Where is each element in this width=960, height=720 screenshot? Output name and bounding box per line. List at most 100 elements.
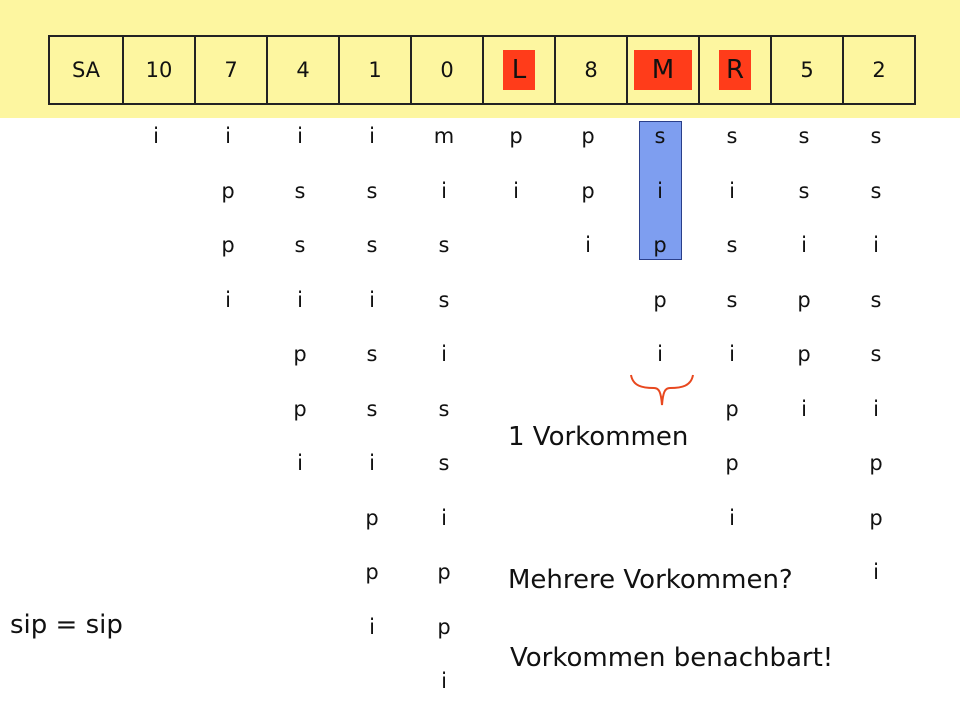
header-band — [0, 0, 960, 118]
suffix-char: p — [653, 233, 667, 257]
suffix-char: s — [798, 178, 810, 203]
suffix-char: i — [225, 124, 231, 148]
suffix-char: s — [438, 396, 450, 421]
suffix-char: p — [221, 233, 235, 257]
sa-value-label: 10 — [145, 58, 173, 82]
multiple-occurrences-label: Mehrere Vorkommen? — [508, 565, 793, 595]
sa-cell-5: 0 — [410, 37, 482, 103]
sa-cell-8: M — [626, 37, 698, 103]
sa-cell-10: 5 — [770, 37, 842, 103]
one-occurrence-label: 1 Vorkommen — [508, 422, 689, 452]
suffix-char: i — [297, 451, 303, 475]
suffix-char: s — [366, 178, 378, 203]
sa-cell-7: 8 — [554, 37, 626, 103]
sa-cell-4: 1 — [338, 37, 410, 103]
suffix-column-6: p p i — [568, 120, 608, 284]
suffix-char: i — [369, 451, 375, 475]
suffix-char: s — [726, 124, 738, 148]
suffix-char: p — [797, 287, 811, 312]
suffix-char: p — [653, 287, 667, 312]
suffix-char: p — [293, 342, 307, 366]
suffix-char: s — [366, 396, 378, 421]
suffix-char: i — [441, 669, 447, 693]
sa-value-label: 2 — [872, 58, 886, 82]
suffix-char: i — [729, 342, 735, 366]
suffix-char: i — [873, 233, 879, 257]
suffix-char: p — [365, 505, 379, 530]
sa-cell-1: 10 — [122, 37, 194, 103]
suffix-char: p — [869, 451, 883, 475]
sa-value-label: 5 — [800, 58, 814, 82]
sa-cell-2: 7 — [194, 37, 266, 103]
suffix-char: s — [870, 124, 882, 148]
suffix-char: s — [798, 124, 810, 148]
suffix-char: i — [225, 287, 231, 312]
suffix-char: s — [438, 451, 450, 475]
suffix-char: s — [438, 233, 450, 257]
suffix-column-10: s s i s s i p p i — [856, 120, 896, 611]
suffix-char: i — [513, 178, 519, 203]
suffix-char: i — [153, 124, 159, 148]
suffix-column-0: i — [136, 120, 176, 175]
suffix-char: i — [369, 614, 375, 639]
suffix-char: p — [581, 178, 595, 203]
curly-brace-icon — [630, 374, 694, 406]
suffix-char: i — [873, 396, 879, 421]
suffix-char: s — [870, 287, 882, 312]
suffix-char: i — [441, 342, 447, 366]
suffix-char: p — [437, 614, 451, 639]
suffix-char: i — [297, 287, 303, 312]
suffix-char: s — [294, 178, 306, 203]
suffix-char: s — [294, 233, 306, 257]
suffix-char: i — [441, 505, 447, 530]
query-equation: sip = sip — [10, 610, 123, 640]
suffix-char: i — [729, 505, 735, 530]
sa-value-label: 7 — [224, 58, 238, 82]
sa-pointer-label: R — [719, 50, 751, 90]
suffix-column-2: i s s i p p i — [280, 120, 320, 502]
sa-cell-0: SA — [50, 37, 122, 103]
suffix-char: s — [726, 233, 738, 257]
suffix-char: p — [869, 505, 883, 530]
suffix-char: i — [369, 124, 375, 148]
suffix-char: m — [433, 124, 455, 148]
sa-value-label: 8 — [584, 58, 598, 82]
sa-value-label: SA — [71, 58, 101, 82]
suffix-char: i — [297, 124, 303, 148]
sa-value-label: 4 — [296, 58, 310, 82]
sa-cell-9: R — [698, 37, 770, 103]
suffix-column-9: s s i p p i — [784, 120, 824, 447]
suffix-char: p — [797, 342, 811, 366]
suffix-char: p — [509, 124, 523, 148]
suffix-char: i — [873, 560, 879, 584]
suffix-char: s — [366, 342, 378, 366]
suffix-char: s — [726, 287, 738, 312]
suffix-char: p — [725, 451, 739, 475]
sa-value-label: 0 — [440, 58, 454, 82]
suffix-char: i — [801, 396, 807, 421]
suffix-char: i — [585, 233, 591, 257]
suffix-char: p — [365, 560, 379, 584]
sa-cell-11: 2 — [842, 37, 914, 103]
suffix-char: i — [657, 178, 663, 203]
suffix-char: p — [293, 396, 307, 421]
suffix-char: s — [438, 287, 450, 312]
suffix-char: p — [725, 396, 739, 421]
adjacent-occurrences-label: Vorkommen benachbart! — [510, 643, 834, 673]
suffix-char: s — [366, 233, 378, 257]
suffix-char: s — [870, 178, 882, 203]
suffix-char: i — [801, 233, 807, 257]
suffix-char: s — [870, 342, 882, 366]
sa-cell-3: 4 — [266, 37, 338, 103]
suffix-column-3: i s s i s s i p p i — [352, 120, 392, 665]
suffix-char: p — [581, 124, 595, 148]
suffix-char: i — [729, 178, 735, 203]
suffix-char: s — [654, 124, 666, 148]
suffix-char: i — [369, 287, 375, 312]
suffix-char: i — [441, 178, 447, 203]
